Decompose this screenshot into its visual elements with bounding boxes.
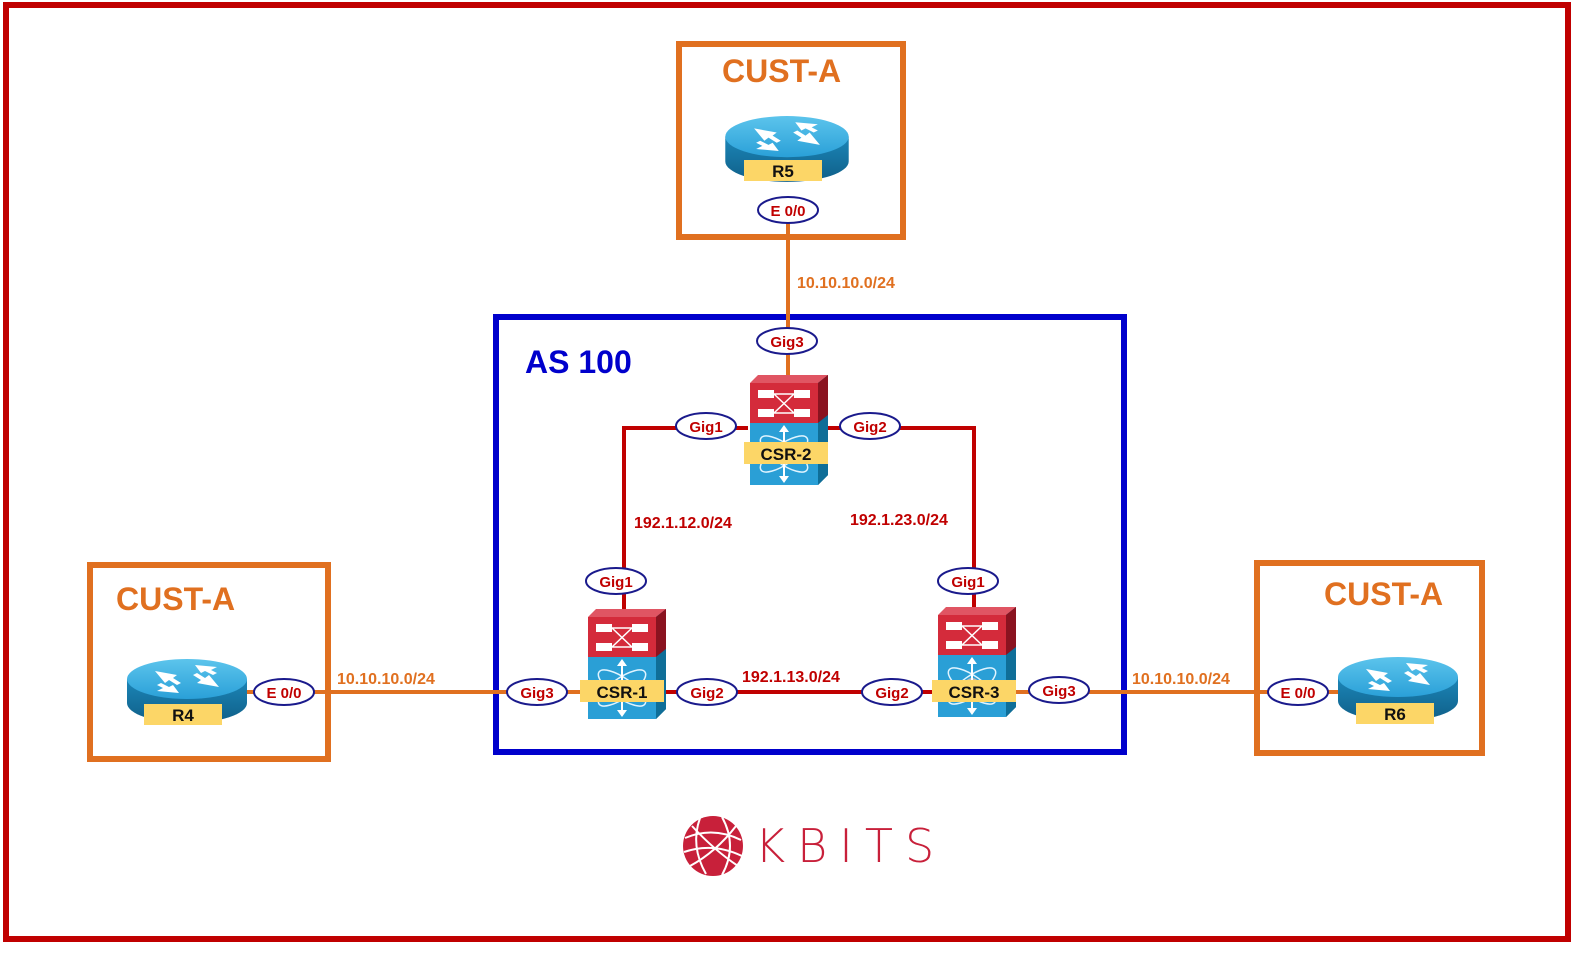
interface-csr1-gig2[interactable]: Gig2 xyxy=(676,678,738,706)
subnet-label-r4-csr1: 10.10.10.0/24 xyxy=(337,671,435,688)
interface-csr1-gig1[interactable]: Gig1 xyxy=(585,567,647,595)
subnet-label-csr1-csr3: 192.1.13.0/24 xyxy=(742,669,840,686)
device-label-bg xyxy=(144,704,222,725)
router-r5[interactable]: R5 xyxy=(725,116,849,182)
csr-switch-icon xyxy=(749,375,828,485)
kbits-logo: KBITS xyxy=(683,816,946,876)
interface-csr2-gig3[interactable]: Gig3 xyxy=(756,327,818,355)
customer-site-border xyxy=(87,562,331,762)
interface-csr3-gig2[interactable]: Gig2 xyxy=(861,678,923,706)
as-100-boundary xyxy=(493,314,1127,755)
subnet-label-csr2-csr3: 192.1.23.0/24 xyxy=(850,512,948,529)
interface-csr2-gig1[interactable]: Gig1 xyxy=(675,412,737,440)
interface-label: Gig2 xyxy=(853,419,886,436)
router-r6[interactable]: R6 xyxy=(1338,657,1458,724)
customer-site-r6: CUST-A xyxy=(1254,560,1485,756)
interface-csr2-gig2[interactable]: Gig2 xyxy=(839,412,901,440)
interface-label: E 0/0 xyxy=(1280,685,1315,702)
interface-label: Gig2 xyxy=(875,685,908,702)
customer-site-border xyxy=(676,41,906,240)
device-label: R5 xyxy=(772,162,794,181)
customer-site-title: CUST-A xyxy=(1324,576,1443,612)
interface-label: Gig1 xyxy=(599,574,632,591)
customer-site-title: CUST-A xyxy=(116,581,235,617)
csr-switch-icon xyxy=(586,608,666,720)
device-label-bg xyxy=(1356,703,1434,724)
customer-site-r4: CUST-A xyxy=(87,562,331,762)
device-label-bg xyxy=(744,160,822,181)
interface-label: Gig1 xyxy=(951,574,984,591)
device-label-bg xyxy=(744,442,828,464)
globe-icon xyxy=(683,816,743,876)
logo-text: KBITS xyxy=(755,819,946,873)
interface-r6-e00[interactable]: E 0/0 xyxy=(1267,678,1329,706)
interface-badges: E 0/0 Gig3 Gig1 Gig2 Gig1 Gig1 E 0/0 Gi xyxy=(253,196,1329,706)
device-label: R4 xyxy=(172,706,194,725)
device-label: CSR-2 xyxy=(760,445,811,464)
interface-label: Gig3 xyxy=(770,334,803,351)
device-label: CSR-1 xyxy=(596,683,647,702)
outer-frame xyxy=(3,2,1571,942)
interface-csr1-gig3[interactable]: Gig3 xyxy=(506,678,568,706)
interface-csr3-gig1[interactable]: Gig1 xyxy=(937,567,999,595)
customer-site-title: CUST-A xyxy=(722,53,841,89)
csr-2[interactable]: CSR-2 xyxy=(744,375,828,485)
interface-label: E 0/0 xyxy=(770,203,805,220)
device-label: R6 xyxy=(1384,705,1406,724)
interface-label: Gig3 xyxy=(520,685,553,702)
csr-3[interactable]: CSR-3 xyxy=(932,606,1016,718)
subnet-label-r6-csr3: 10.10.10.0/24 xyxy=(1132,671,1230,688)
subnet-label-r5-csr2: 10.10.10.0/24 xyxy=(797,275,895,292)
interface-label: Gig1 xyxy=(689,419,722,436)
interface-label: E 0/0 xyxy=(266,685,301,702)
router-r4[interactable]: R4 xyxy=(127,659,247,725)
subnet-label-csr1-csr2: 192.1.12.0/24 xyxy=(634,515,732,532)
interface-label: Gig2 xyxy=(690,685,723,702)
as-100-title: AS 100 xyxy=(525,344,632,380)
customer-site-r5: CUST-A xyxy=(676,41,906,240)
interface-label: Gig3 xyxy=(1042,683,1075,700)
interface-r5-e00[interactable]: E 0/0 xyxy=(757,196,819,224)
csr-1[interactable]: CSR-1 xyxy=(580,608,666,720)
customer-site-border xyxy=(1254,560,1485,756)
device-label-bg xyxy=(932,680,1016,702)
interface-csr3-gig3[interactable]: Gig3 xyxy=(1028,676,1090,704)
interface-r4-e00[interactable]: E 0/0 xyxy=(253,678,315,706)
device-label: CSR-3 xyxy=(948,683,999,702)
device-label-bg xyxy=(580,680,664,702)
